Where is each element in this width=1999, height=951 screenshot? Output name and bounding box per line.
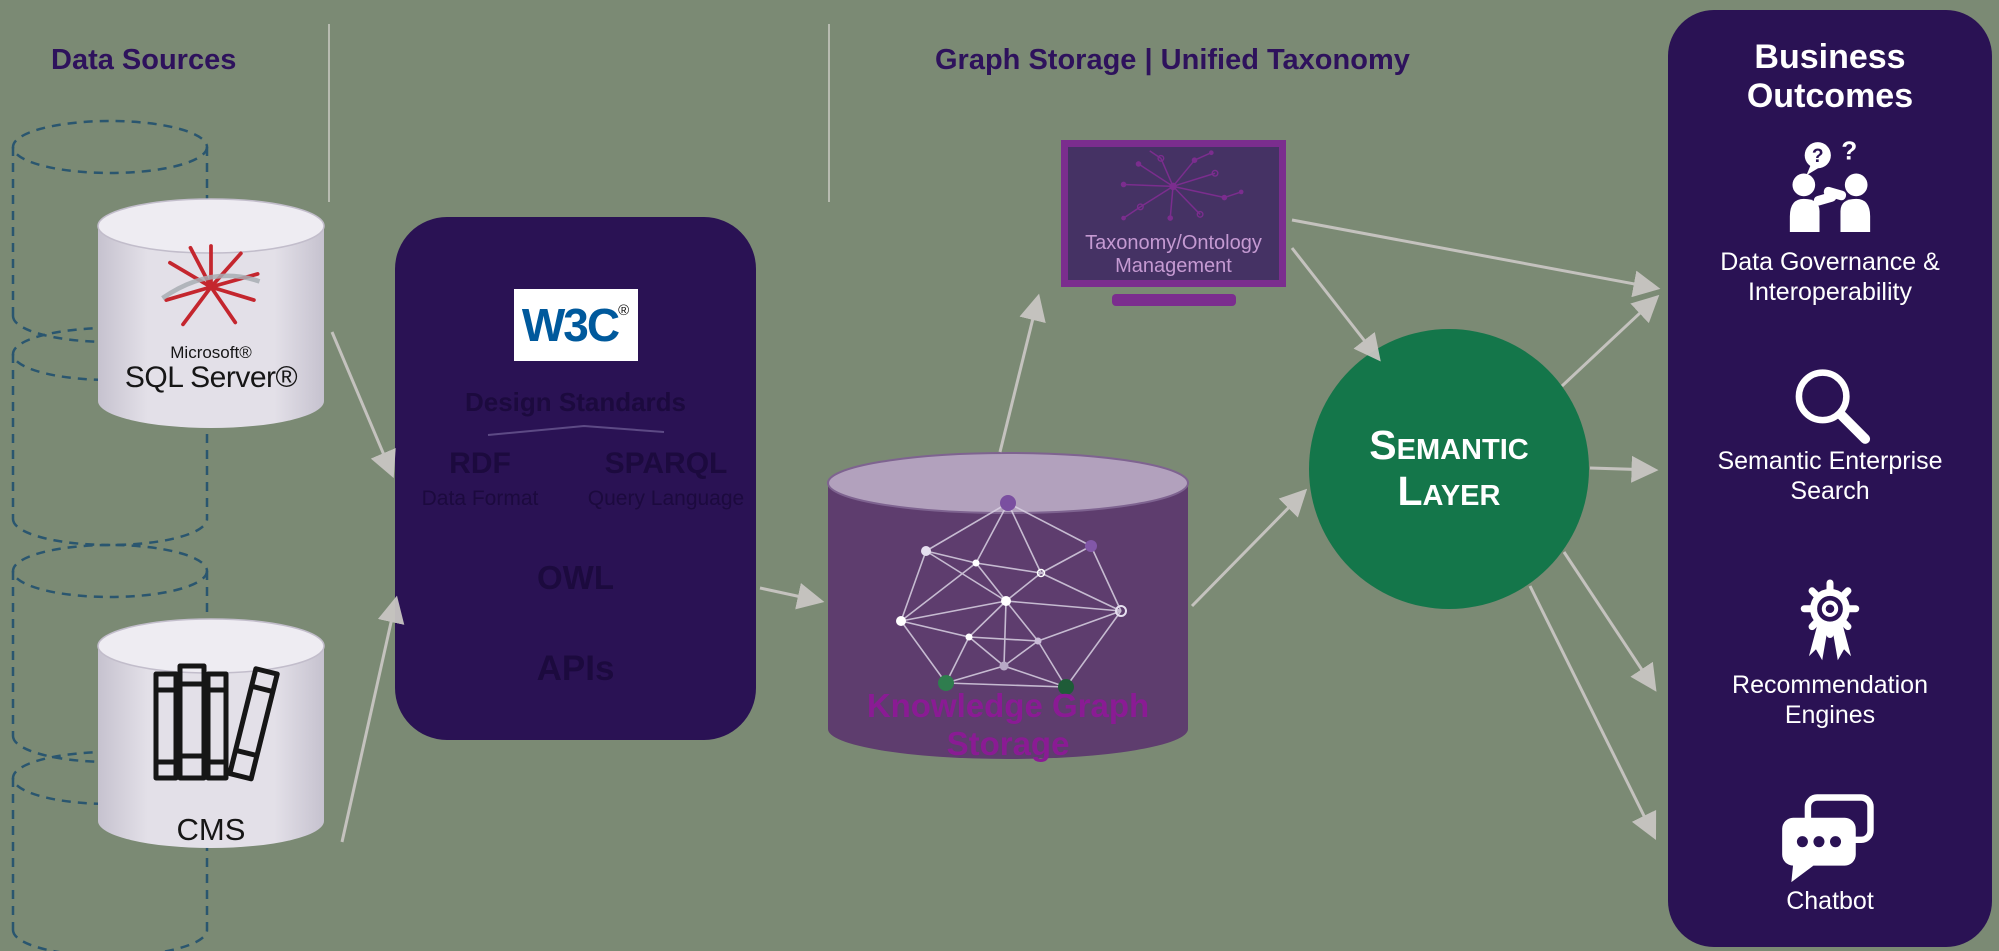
books-icon (153, 663, 280, 782)
outcome-label: Data Governance & Interoperability (1720, 248, 1940, 306)
arrow-semantic-to-governance (1560, 294, 1660, 388)
question-mark-glyph: ? (1841, 136, 1857, 166)
w3c-logo-text: W3C (521, 299, 620, 351)
sql-server-logo-icon (161, 244, 261, 327)
outcome-label: Chatbot (1786, 887, 1874, 915)
section-divider (828, 24, 830, 202)
rdf-label: RDF (449, 447, 511, 480)
owl-label: OWL (537, 559, 614, 596)
business-outcomes-title: Business Outcomes (1746, 38, 1914, 115)
arrow-semantic-to-recommendation (1562, 551, 1657, 692)
rdf-caption: Data Format (421, 487, 539, 510)
chat-bubbles-icon (1774, 792, 1886, 884)
microsoft-label: Microsoft® (170, 343, 252, 362)
knowledge-graph-illustration (896, 495, 1127, 695)
taxonomy-monitor-label: Taxonomy/Ontology Management (1085, 232, 1262, 277)
w3c-standards-box: W3C ® Design Standards RDF SPARQL Data F… (395, 217, 756, 740)
sql-server-database: Microsoft® SQL Server® (96, 198, 326, 430)
arrow-semantic-to-search (1589, 455, 1659, 483)
people-question-icon: ? ? (1770, 136, 1890, 232)
taxonomy-monitor: Taxonomy/Ontology Management (1061, 140, 1286, 287)
knowledge-graph-label: Knowledge Graph Storage (866, 687, 1150, 762)
monitor-stand (1112, 294, 1236, 306)
w3c-logo: W3C ® (513, 289, 638, 361)
apis-label: APIs (536, 649, 615, 688)
data-sources-heading: Data Sources (51, 44, 237, 76)
gear-ribbon-icon (1779, 576, 1881, 668)
semantic-layer-line1: Semantic (1369, 422, 1529, 469)
sql-server-wordmark: Microsoft® SQL Server® (96, 344, 326, 393)
arrow-semantic-to-chatbot (1528, 585, 1657, 841)
cms-database: CMS (96, 618, 326, 850)
sparql-label: SPARQL (604, 447, 728, 480)
section-divider (328, 24, 330, 202)
sql-server-label: SQL Server® (124, 360, 298, 394)
semantic-layer-line2: Layer (1397, 468, 1501, 514)
cms-label: CMS (176, 812, 246, 847)
arrow-sql-to-standards (330, 331, 396, 479)
graph-storage-heading: Graph Storage | Unified Taxonomy (935, 44, 1410, 76)
business-outcomes-panel: Business Outcomes ? ? Data Governance & … (1668, 10, 1992, 947)
arrow-graph-to-taxonomy (998, 293, 1046, 453)
arrow-taxonomy-to-governance (1291, 218, 1661, 298)
outcome-label: Recommendation Engines (1732, 671, 1928, 729)
arrow-standards-to-graph (759, 583, 825, 610)
semantic-layer-circle: Semantic Layer (1309, 329, 1589, 609)
search-icon (1778, 362, 1882, 452)
underline-swoosh (487, 424, 664, 436)
ontology-graph-icon (1120, 150, 1244, 221)
arrow-graph-to-semantic (1190, 488, 1308, 608)
design-standards-label: Design Standards (464, 387, 687, 417)
arrow-cms-to-standards (340, 595, 405, 843)
knowledge-graph-storage: Knowledge Graph Storage (826, 451, 1190, 762)
sparql-caption: Query Language (587, 487, 745, 510)
arrow-taxonomy-to-semantic (1290, 247, 1381, 362)
registered-mark: ® (618, 301, 630, 319)
question-mark-glyph: ? (1812, 146, 1824, 167)
knowledge-graph-cylinder (827, 452, 1189, 759)
outcome-label: Semantic Enterprise Search (1717, 447, 1943, 505)
